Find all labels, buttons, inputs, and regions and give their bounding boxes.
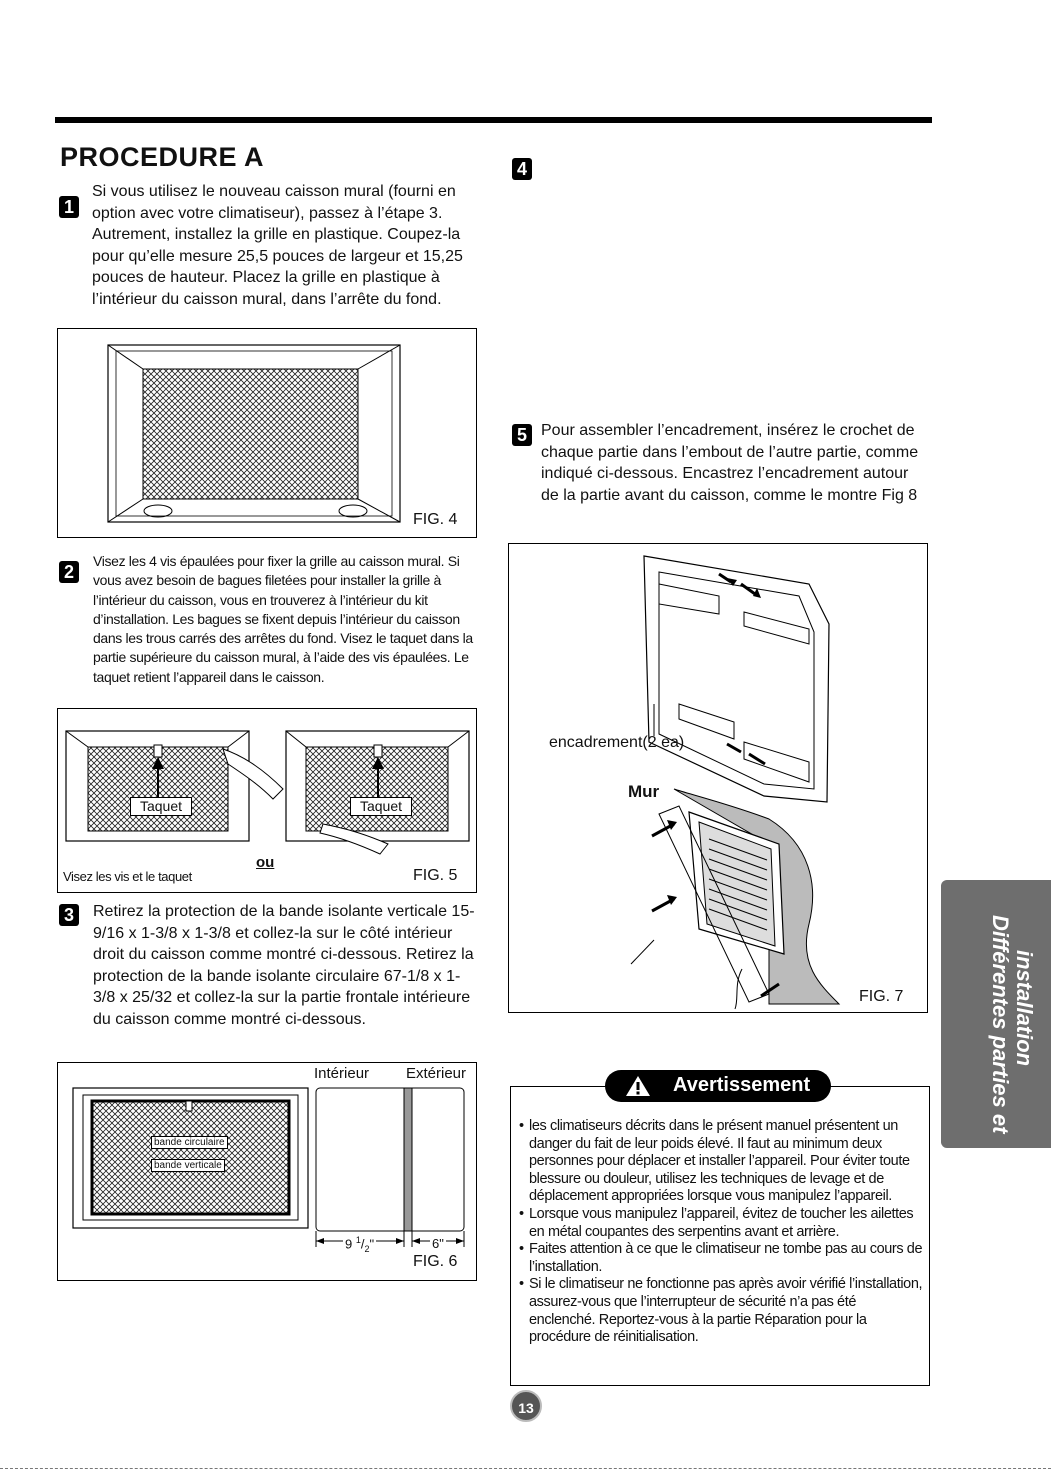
wall-and-unit xyxy=(630,788,841,1010)
step-2-badge: 2 xyxy=(59,561,79,583)
step-1-badge: 1 xyxy=(59,196,79,218)
taquet-tag-right: Taquet xyxy=(350,797,412,816)
warning-list: les climatiseurs décrits dans le présent… xyxy=(519,1118,924,1347)
warning-title: Avertissement xyxy=(673,1074,811,1096)
warning-triangle-icon xyxy=(626,1076,650,1096)
frame-outline xyxy=(643,555,830,803)
step-5-text: Pour assembler l’encadrement, insérez le… xyxy=(541,422,919,504)
figure-7: encadrement(2 ea) Mur FIG. 7 xyxy=(508,543,928,1013)
frame-label: encadrement(2 ea) xyxy=(549,734,685,751)
figure-4: FIG. 4 xyxy=(57,328,477,538)
vertical-strip-label: bande verticale xyxy=(151,1159,225,1172)
step-5-badge: 5 xyxy=(512,424,532,446)
warning-item: Lorsque vous manipulez l’appareil, évite… xyxy=(519,1206,924,1241)
dimension-6: 6" xyxy=(430,1236,446,1251)
fig5-panel-left xyxy=(65,730,284,842)
fig7-label: FIG. 7 xyxy=(859,988,904,1005)
step-3-text: Retirez la protection de la bande isolan… xyxy=(93,903,475,1028)
frame-assembly-drawing xyxy=(630,555,841,1010)
figure-5: Taquet Taquet ou Visez les vis et le taq… xyxy=(57,708,477,893)
warning-item: les climatiseurs décrits dans le présent… xyxy=(519,1118,924,1206)
step-1-text: Si vous utilisez le nouveau caisson mura… xyxy=(92,183,463,308)
warning-header: Avertissement xyxy=(605,1070,831,1102)
wall-label: Mur xyxy=(628,782,660,801)
grille-screw-drawing xyxy=(65,730,470,855)
taquet-tag-left: Taquet xyxy=(130,797,192,816)
insulation-strip-drawing xyxy=(72,1087,465,1247)
fig6-label: FIG. 6 xyxy=(413,1253,458,1270)
figure-6: Intérieur Extérieur bande circulaire ban… xyxy=(57,1062,477,1281)
or-label: ou xyxy=(256,854,275,871)
circular-strip-label: bande circulaire xyxy=(151,1136,228,1149)
page-title: PROCEDURE A xyxy=(60,142,265,172)
step-4-badge: 4 xyxy=(512,158,532,180)
interior-label: Intérieur xyxy=(314,1065,370,1082)
dimension-9-5: 9 1/2" xyxy=(343,1235,377,1254)
fig5-caption: Visez les vis et le taquet xyxy=(63,869,192,884)
section-side-tab xyxy=(941,880,1051,1148)
step-3-badge: 3 xyxy=(59,904,79,926)
fig5-panel-right xyxy=(285,730,470,855)
exterior-label: Extérieur xyxy=(406,1065,467,1082)
step-2-text: Visez les 4 vis épaulées pour fixer la g… xyxy=(93,553,473,685)
top-rule xyxy=(55,117,932,123)
side-tab-line-1: Différentes parties et xyxy=(988,915,1013,1135)
fig4-label: FIG. 4 xyxy=(413,511,458,528)
wall-sleeve-grille-drawing xyxy=(107,344,401,523)
warning-item: Si le climatiseur ne fonctionne pas aprè… xyxy=(519,1276,924,1346)
page-number: 13 xyxy=(510,1390,542,1422)
fig5-label: FIG. 5 xyxy=(413,867,458,884)
side-tab-line-2: installation xyxy=(1012,950,1037,1066)
bottom-cut-line xyxy=(0,1468,1051,1469)
warning-item: Faites attention à ce que le climatiseur… xyxy=(519,1241,924,1276)
side-tab-text: Différentes parties et installation xyxy=(988,915,1037,1135)
